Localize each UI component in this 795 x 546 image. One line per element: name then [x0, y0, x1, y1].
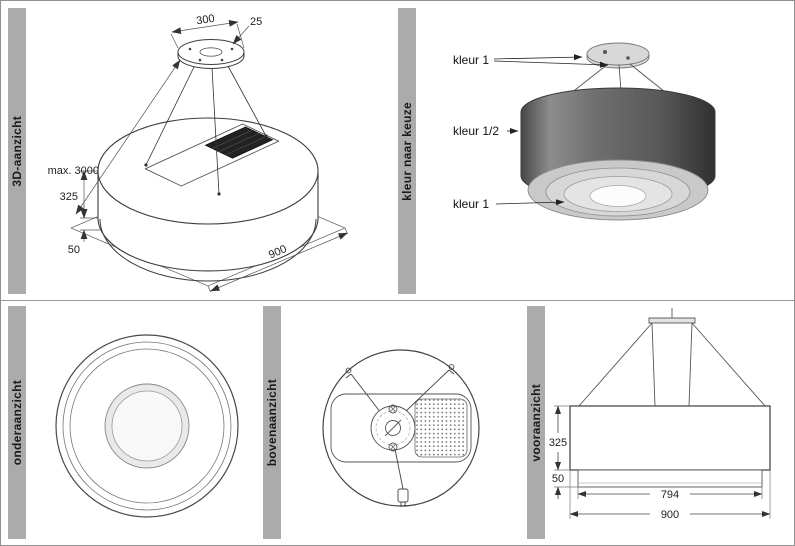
panel-3d-view: 300 25 max. 3000 325 50 900 [26, 8, 394, 294]
hood-front-rim [577, 469, 763, 488]
label-bar-bottom-view: onderaanzicht [8, 306, 26, 539]
suspension-wires [578, 322, 766, 407]
dim-front-body-height: 325 [549, 437, 567, 449]
hood-front-body [569, 405, 771, 471]
mount-screws [388, 404, 398, 452]
panel-label-color-choice: kleur naar keuze [400, 101, 414, 201]
label-bar-front-view: vooraanzicht [527, 306, 545, 539]
callout-canopy: kleur 1 [453, 53, 489, 67]
panel-label-top-view: bovenaanzicht [265, 378, 279, 467]
plate-screws [188, 47, 234, 62]
panel-bottom-view [26, 306, 264, 539]
dim-front-outer-width: 900 [661, 509, 679, 521]
concentric-rings [55, 334, 239, 518]
center-opening [589, 185, 647, 207]
panel-top-view [281, 306, 527, 539]
motor-mount [370, 404, 416, 452]
front-view-drawing: 325 50 794 900 [549, 308, 771, 521]
center-opening [111, 390, 183, 462]
label-bar-top-view: bovenaanzicht [263, 306, 281, 539]
dim-rim-height: 50 [68, 244, 80, 256]
ceiling-mount [648, 308, 696, 324]
power-plug [394, 448, 409, 507]
color-callouts: kleur 1 kleur 1/2 kleur 1 [453, 53, 609, 211]
ceiling-plate [177, 39, 245, 69]
dim-front-rim-height: 50 [552, 473, 564, 485]
label-bar-3d-view: 3D-aanzicht [8, 8, 26, 294]
dimensions-3d: 300 25 max. 3000 325 50 900 [48, 13, 348, 293]
top-view-drawing [322, 349, 480, 507]
filter-mesh [414, 398, 468, 458]
dim-front-inner-width: 794 [661, 489, 679, 501]
panel-label-3d-view: 3D-aanzicht [10, 115, 24, 187]
bottom-view-drawing [55, 334, 239, 518]
dim-suspension-height: max. 3000 [48, 165, 99, 177]
bottom-ring [527, 159, 709, 221]
panel-front-view: 325 50 794 900 [545, 306, 788, 539]
dim-body-height: 325 [60, 191, 78, 203]
panel-label-bottom-view: onderaanzicht [10, 379, 24, 466]
dim-plate-width: 300 [196, 13, 216, 28]
mounting-cables [345, 364, 455, 414]
panel-label-front-view: vooraanzicht [529, 383, 543, 462]
callout-body: kleur 1/2 [453, 124, 499, 138]
callout-bottom-ring: kleur 1 [453, 197, 489, 211]
panel-divider [1, 300, 794, 301]
dimensions-front: 325 50 794 900 [549, 405, 771, 521]
label-bar-color-choice: kleur naar keuze [398, 8, 416, 294]
panel-color-choice: kleur 1 kleur 1/2 kleur 1 [416, 8, 788, 294]
dim-plate-offset: 25 [250, 16, 262, 28]
3d-view-drawing: 300 25 max. 3000 325 50 900 [48, 13, 348, 293]
color-choice-drawing: kleur 1 kleur 1/2 kleur 1 [453, 42, 716, 221]
hood-body [97, 117, 319, 282]
